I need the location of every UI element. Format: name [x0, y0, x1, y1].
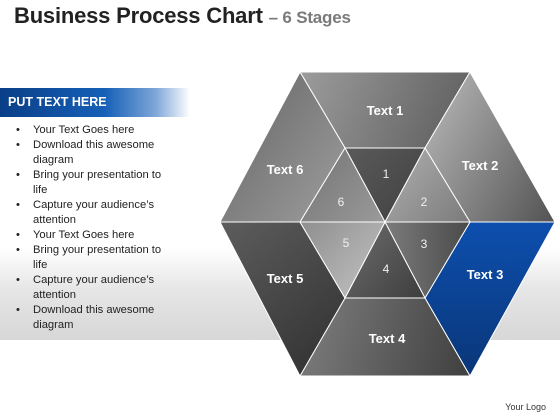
inner-number-1: 1	[383, 167, 390, 181]
bullet-item: Download this awesome diagram	[16, 138, 176, 168]
logo-text: Your Logo	[505, 402, 546, 412]
inner-number-5: 5	[343, 236, 350, 250]
inner-number-4: 4	[383, 262, 390, 276]
inner-number-2: 2	[421, 195, 428, 209]
stage-6-label: Text 6	[267, 162, 304, 177]
stage-3-label: Text 3	[467, 267, 504, 282]
bullet-item: Capture your audience’s attention	[16, 273, 176, 303]
stage-1-label: Text 1	[367, 103, 404, 118]
bullet-item: Your Text Goes here	[16, 123, 176, 138]
page-title: Business Process Chart – 6 Stages	[14, 3, 351, 29]
bullet-item: Bring your presentation to life	[16, 168, 176, 198]
title-main: Business Process Chart	[14, 3, 263, 28]
panel-header: PUT TEXT HERE	[0, 88, 190, 117]
inner-number-3: 3	[421, 237, 428, 251]
bullet-item: Your Text Goes here	[16, 228, 176, 243]
bullet-item: Bring your presentation to life	[16, 243, 176, 273]
inner-segment-6	[299, 146, 386, 223]
stage-5-label: Text 5	[267, 271, 304, 286]
bullet-list: Your Text Goes here Download this awesom…	[0, 123, 176, 333]
bullet-item: Capture your audience’s attention	[16, 198, 176, 228]
title-subtitle: – 6 Stages	[268, 8, 351, 27]
stage-4-label: Text 4	[369, 331, 406, 346]
text-panel: PUT TEXT HERE Your Text Goes here Downlo…	[0, 88, 190, 333]
inner-number-6: 6	[338, 195, 345, 209]
stage-2-label: Text 2	[462, 158, 499, 173]
bullet-item: Download this awesome diagram	[16, 303, 176, 333]
